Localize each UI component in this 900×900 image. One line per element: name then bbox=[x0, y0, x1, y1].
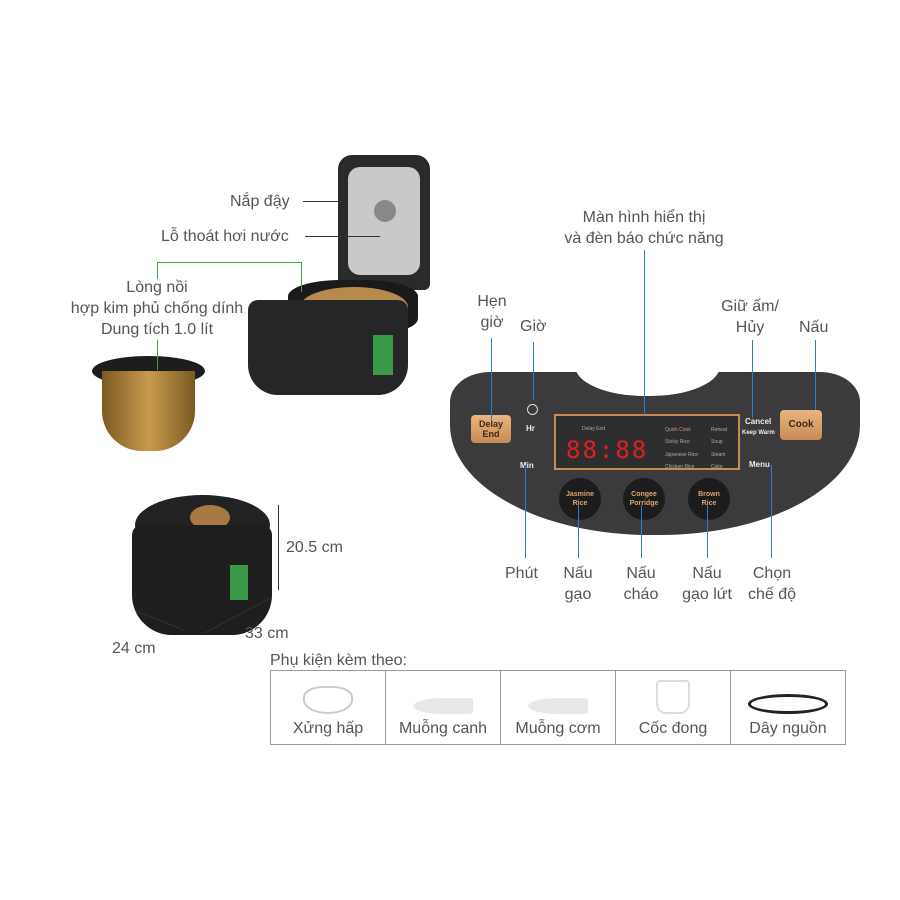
steamer-icon bbox=[303, 686, 353, 714]
keep-warm-cancel-label: Giữ ấm/Hủy bbox=[721, 298, 779, 336]
vent-label: Lỗ thoát hơi nước bbox=[161, 228, 289, 245]
accessories-table: Xửng hấp Muỗng canh Muỗng cơm Cốc đong D… bbox=[270, 670, 846, 745]
width-label: 24 cm bbox=[112, 640, 156, 657]
depth-label: 33 cm bbox=[245, 625, 289, 642]
accessory-rice-paddle: Muỗng cơm bbox=[500, 670, 616, 745]
accessory-power-cord: Dây nguồn bbox=[730, 670, 846, 745]
rice-paddle-icon bbox=[528, 698, 588, 714]
min-button[interactable]: Min bbox=[520, 461, 534, 470]
display-digits: 88:88 bbox=[566, 436, 649, 464]
height-label: 20.5 cm bbox=[286, 539, 343, 556]
ladle-icon bbox=[413, 698, 473, 714]
minute-label: Phút bbox=[505, 565, 538, 582]
clock-icon bbox=[527, 404, 538, 415]
lid-label: Nắp đậy bbox=[230, 193, 290, 210]
accessory-soup-ladle: Muỗng canh bbox=[385, 670, 501, 745]
accessory-steamer: Xửng hấp bbox=[270, 670, 386, 745]
measuring-cup-icon bbox=[656, 680, 690, 714]
rice-cooker-open-image bbox=[248, 155, 433, 395]
cook-button[interactable]: Cook bbox=[780, 410, 822, 440]
display-screen: Delay End 88:88 Quick Cook Reheat Sticky… bbox=[554, 414, 740, 470]
hr-button[interactable]: Hr bbox=[526, 424, 535, 433]
hour-label: Giờ bbox=[520, 318, 547, 335]
power-cord-icon bbox=[748, 694, 828, 714]
inner-pot-image bbox=[92, 356, 205, 451]
accessories-title: Phụ kiện kèm theo: bbox=[270, 652, 407, 669]
rice-cooker-closed-image bbox=[130, 495, 275, 640]
menu-button[interactable]: Menu bbox=[749, 460, 770, 469]
accessory-measuring-cup: Cốc đong bbox=[615, 670, 731, 745]
keep-warm-label: Keep Warm bbox=[742, 430, 775, 436]
cook-label: Nấu bbox=[799, 319, 829, 336]
cancel-button[interactable]: Cancel bbox=[745, 417, 772, 426]
